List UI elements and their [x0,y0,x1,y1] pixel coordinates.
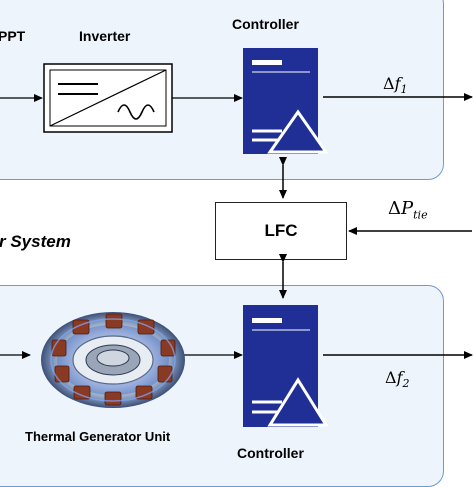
system-label: r System [0,232,71,251]
bottom-controller-label: Controller [237,445,304,461]
generator-label: Thermal Generator Unit [25,429,171,444]
inverter-label: Inverter [79,28,131,44]
inverter-icon [43,63,173,133]
mppt-label: PPT [0,28,26,44]
diagram-graphics [0,48,473,427]
lfc-block: LFC [215,202,347,260]
delta-f1-label: Δf1 [383,74,408,97]
lfc-label: LFC [264,221,298,240]
controller-icon [243,305,329,427]
generator-icon [41,312,185,408]
delta-ptie-label: ΔPtie [388,198,428,222]
delta-f2-label: Δf2 [385,368,410,391]
top-controller-label: Controller [232,16,299,32]
controller-icon [243,48,329,154]
